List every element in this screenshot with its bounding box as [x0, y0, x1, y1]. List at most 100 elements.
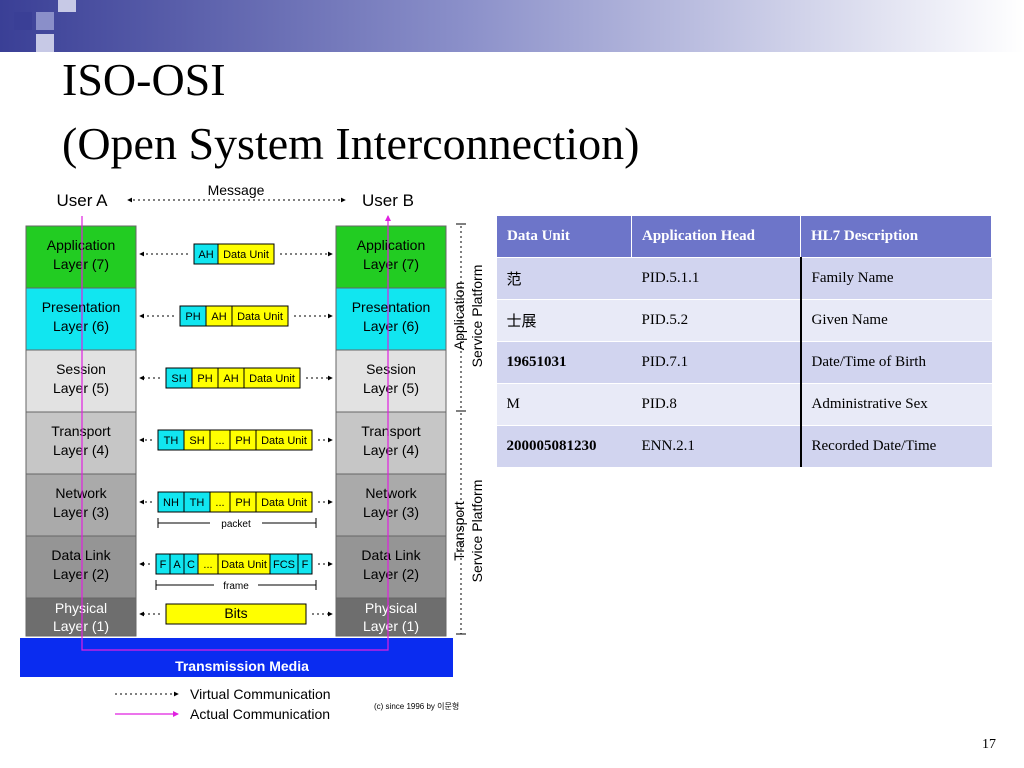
layer-box-a [25, 411, 137, 475]
pdu-label: Data Unit [261, 435, 307, 447]
column-header-data-unit: Data Unit [496, 215, 632, 258]
pdu-label: PH [235, 435, 250, 447]
layer-number-a: Layer (7) [53, 256, 109, 272]
table-cell-data-unit: M [496, 383, 632, 426]
pdu-label: PH [185, 311, 200, 323]
pdu-label: TH [190, 497, 205, 509]
deco-square [14, 12, 32, 30]
user-b-label: User B [362, 191, 414, 210]
pdu-label: PH [235, 497, 250, 509]
pdu-label: Data Unit [249, 373, 295, 385]
user-a-label: User A [56, 191, 108, 210]
slide-subtitle: (Open System Interconnection) [62, 118, 640, 169]
pdu-box [297, 553, 313, 575]
column-header-application-head: Application Head [631, 215, 801, 258]
layer-number-b: Layer (2) [363, 566, 419, 582]
pdu-box [231, 305, 289, 327]
layer-box-b [335, 225, 447, 289]
layer-number-b: Layer (3) [363, 504, 419, 520]
table-row: 士展 PID.5.2 Given Name [496, 299, 992, 342]
table-cell-description: Given Name [800, 299, 992, 342]
layer-number-b: Layer (7) [363, 256, 419, 272]
layer-number-a: Layer (4) [53, 442, 109, 458]
layer-name-a: Presentation [42, 299, 121, 315]
layer-name-b: Network [365, 485, 417, 501]
layer-box-a [25, 535, 137, 599]
pdu-box [165, 603, 307, 625]
pdu-label: A [173, 559, 181, 571]
layer-number-b: Layer (5) [363, 380, 419, 396]
transport-platform-line2: Service Platform [469, 480, 485, 583]
pdu-label: ... [215, 497, 224, 509]
table-cell-application-head: PID.5.1.1 [631, 257, 802, 300]
table-cell-application-head: PID.5.2 [631, 299, 802, 342]
layer-box-b [335, 411, 447, 475]
layer-name-a: Application [47, 237, 116, 253]
pdu-label: F [160, 559, 167, 571]
hl7-mapping-table: Data Unit Application Head HL7 Descripti… [496, 215, 992, 467]
layer-box-a [25, 225, 137, 289]
pdu-label: ... [215, 435, 224, 447]
layer-number-a: Layer (6) [53, 318, 109, 334]
layer-box-a [25, 473, 137, 537]
layer-name-b: Data Link [361, 547, 421, 563]
pdu-label: NH [163, 497, 179, 509]
top-band [0, 0, 1024, 52]
pdu-label: ... [203, 559, 212, 571]
layer-number-b: Layer (4) [363, 442, 419, 458]
layer-number-a: Layer (3) [53, 504, 109, 520]
application-platform-line1: Application [451, 282, 467, 351]
table-cell-application-head: PID.7.1 [631, 341, 802, 384]
pdu-label: Data Unit [221, 559, 267, 571]
layer-box-a [25, 597, 137, 637]
packet-label: packet [221, 519, 251, 530]
pdu-box [243, 367, 301, 389]
transport-platform-line1: Transport [451, 501, 467, 561]
pdu-label: AH [223, 373, 238, 385]
layer-name-a: Physical [55, 600, 107, 616]
table-cell-description: Recorded Date/Time [800, 425, 992, 467]
layer-box-b [335, 349, 447, 413]
pdu-label: AH [198, 249, 213, 261]
table-cell-description: Family Name [800, 257, 992, 300]
column-header-hl7-description: HL7 Description [800, 215, 992, 258]
layer-name-b: Application [357, 237, 426, 253]
layer-box-a [25, 287, 137, 351]
frame-label: frame [223, 581, 249, 592]
pdu-label: SH [189, 435, 204, 447]
legend-actual-label: Actual Communication [190, 706, 330, 722]
frame-label-bg [214, 579, 258, 591]
pdu-label: TH [164, 435, 179, 447]
deco-square [36, 34, 54, 52]
layer-name-b: Transport [361, 423, 421, 439]
layer-number-b: Layer (6) [363, 318, 419, 334]
layer-name-a: Transport [51, 423, 111, 439]
pdu-label: FCS [273, 559, 295, 571]
pdu-box [255, 429, 313, 451]
packet-label-bg [210, 517, 262, 529]
application-platform-line2: Service Platform [469, 265, 485, 368]
table-cell-data-unit: 19651031 [496, 341, 632, 384]
layer-name-a: Session [56, 361, 106, 377]
pdu-label: Data Unit [223, 249, 269, 261]
deco-square [58, 0, 76, 12]
copyright-note: (c) since 1996 by 이문형 [374, 702, 460, 711]
table-cell-data-unit: 士展 [496, 299, 632, 342]
table-cell-application-head: ENN.2.1 [631, 425, 802, 467]
transmission-media-label: Transmission Media [175, 658, 309, 674]
layer-name-b: Physical [365, 600, 417, 616]
pdu-label: C [187, 559, 195, 571]
pdu-box [217, 243, 275, 265]
pdu-label: F [302, 559, 309, 571]
layer-box-b [335, 597, 447, 637]
pdu-label: PH [197, 373, 212, 385]
table-header-row: Data Unit Application Head HL7 Descripti… [496, 215, 992, 258]
pdu-label: Data Unit [237, 311, 283, 323]
layer-number-a: Layer (2) [53, 566, 109, 582]
legend-virtual-label: Virtual Communication [190, 686, 331, 702]
table-row: M PID.8 Administrative Sex [496, 383, 992, 426]
page-number: 17 [982, 737, 996, 752]
